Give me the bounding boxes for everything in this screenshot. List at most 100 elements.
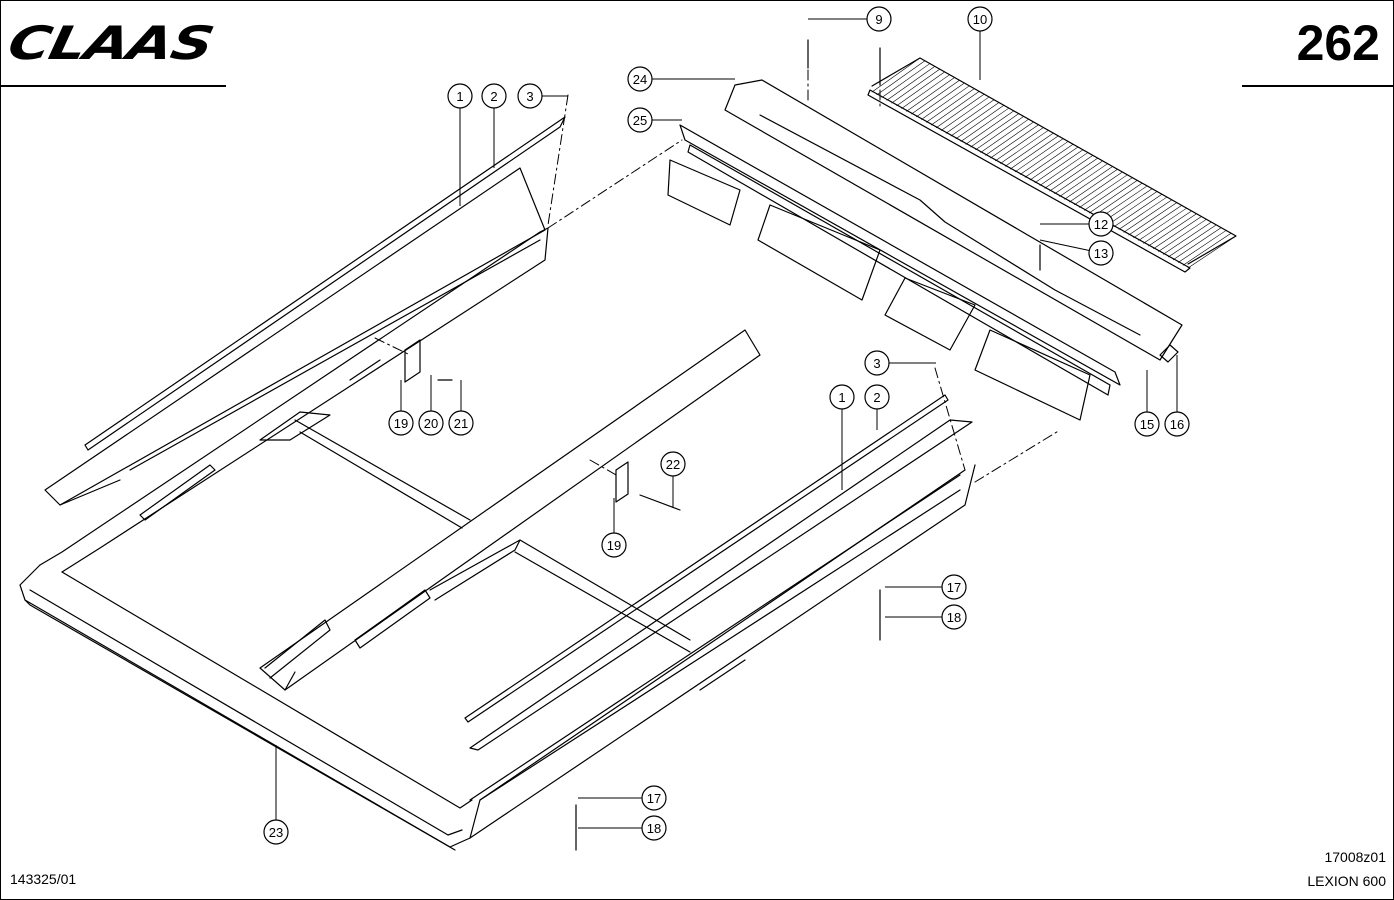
brush-bristle: [950, 102, 1000, 137]
callout-circle: [418, 410, 444, 436]
callout-circle: [660, 451, 686, 477]
cross-tubes: [294, 419, 691, 653]
brush-bristle: [965, 110, 1015, 145]
rear-tray-plates: [667, 159, 1091, 421]
brush-bristle: [1158, 219, 1207, 252]
callout-circle: [1134, 411, 1160, 437]
callout-circle: [263, 819, 289, 845]
callout-circle: [627, 66, 653, 92]
brush-bristle: [945, 99, 995, 134]
brush-bristle: [1009, 135, 1059, 170]
brush-bristle: [1093, 182, 1143, 217]
brush-bristle: [886, 66, 936, 101]
brush-bristle: [901, 74, 950, 109]
callout-circle: [1164, 411, 1190, 437]
rear-cross-member-25: [679, 124, 1121, 396]
brush-bristle: [970, 113, 1020, 148]
callout-number: 20: [424, 416, 438, 431]
brush-bristle: [1024, 143, 1074, 178]
brush-bristle: [985, 121, 1034, 156]
brush-bristle: [1163, 221, 1212, 255]
brush-bristle: [1148, 213, 1197, 247]
brush-bristle: [1034, 149, 1084, 184]
callout-circle: [1088, 211, 1114, 237]
base-frame-23: [19, 227, 976, 851]
callout-circle: [967, 6, 993, 32]
brush-bristle: [1074, 171, 1123, 206]
brush-strip-10: [867, 57, 1237, 273]
callout-circle: [864, 384, 890, 410]
brush-bristle: [1064, 166, 1113, 200]
brush-bristle: [1084, 177, 1133, 211]
brush-bristle: [1088, 180, 1138, 214]
brush-bristle: [990, 124, 1039, 159]
callout-number: 17: [947, 580, 961, 595]
assembly-lines: [374, 69, 1061, 483]
brush-bristle: [930, 91, 980, 126]
fasteners: [404, 39, 1179, 851]
drawing-code: 17008z01: [1324, 849, 1386, 865]
callout-number: 3: [873, 356, 880, 371]
brush-bristle: [1153, 216, 1202, 250]
brush-bristle: [1049, 157, 1099, 192]
callout-number: 2: [490, 89, 497, 104]
brush-bristle: [1167, 224, 1217, 258]
brush-bristle: [1138, 207, 1187, 241]
callout-circle: [641, 785, 667, 811]
callout-number: 16: [1170, 417, 1184, 432]
brush-bristle: [1054, 160, 1103, 195]
brush-bristle: [921, 85, 970, 120]
brush-bristle: [1069, 168, 1118, 203]
brush-bristle: [1014, 138, 1064, 173]
callout-number: 21: [454, 416, 468, 431]
brush-bristle: [1133, 205, 1182, 239]
callout-number: 18: [647, 821, 661, 836]
brush-bristle: [975, 116, 1024, 151]
callout-circle: [447, 83, 473, 109]
callout-number: 15: [1140, 417, 1154, 432]
brush-bristle: [995, 127, 1044, 162]
brush-bristle: [1123, 199, 1173, 233]
header-rule-right: [1242, 85, 1394, 87]
callout-number: 25: [633, 113, 647, 128]
brush-bristle: [1177, 230, 1227, 263]
callout-number: 9: [875, 12, 882, 27]
brush-bristle: [1079, 174, 1128, 208]
brush-bristle: [1187, 235, 1237, 269]
callout-circle: [448, 410, 474, 436]
brush-bristle: [1103, 188, 1153, 222]
brush-bristle: [955, 104, 1005, 140]
brush-bristle: [891, 68, 941, 104]
brush-bristle: [1182, 232, 1232, 266]
document-number: 143325/01: [10, 871, 77, 887]
callout-number: 19: [394, 416, 408, 431]
page-number: 262: [1296, 15, 1380, 71]
callout-number: 18: [947, 610, 961, 625]
callout-number: 1: [838, 390, 845, 405]
callout-number: 13: [1094, 246, 1108, 261]
brush-bristle: [1118, 196, 1168, 230]
top-cover-24: [724, 79, 1183, 361]
brush-bristle: [916, 82, 965, 118]
brush-bristle: [896, 71, 945, 107]
brush-bristle: [1143, 210, 1192, 244]
brush-bristle: [911, 79, 960, 115]
callout-circle: [641, 815, 667, 841]
brush-bristle: [980, 118, 1029, 153]
callout-circle: [941, 604, 967, 630]
callout-number: 23: [269, 825, 283, 840]
callout-circle: [481, 83, 507, 109]
brush-bristle: [1044, 155, 1094, 189]
brush-bristle: [1113, 193, 1163, 228]
callout-number: 10: [973, 12, 987, 27]
brush-bristle: [1000, 130, 1049, 164]
callout-number: 3: [526, 89, 533, 104]
brush-bristle: [935, 93, 985, 129]
brush-bristle: [926, 88, 975, 123]
callout-circle: [866, 6, 892, 32]
brush-bristle: [940, 96, 990, 131]
brush-bristle: [871, 57, 921, 93]
centre-beam: [259, 329, 761, 691]
